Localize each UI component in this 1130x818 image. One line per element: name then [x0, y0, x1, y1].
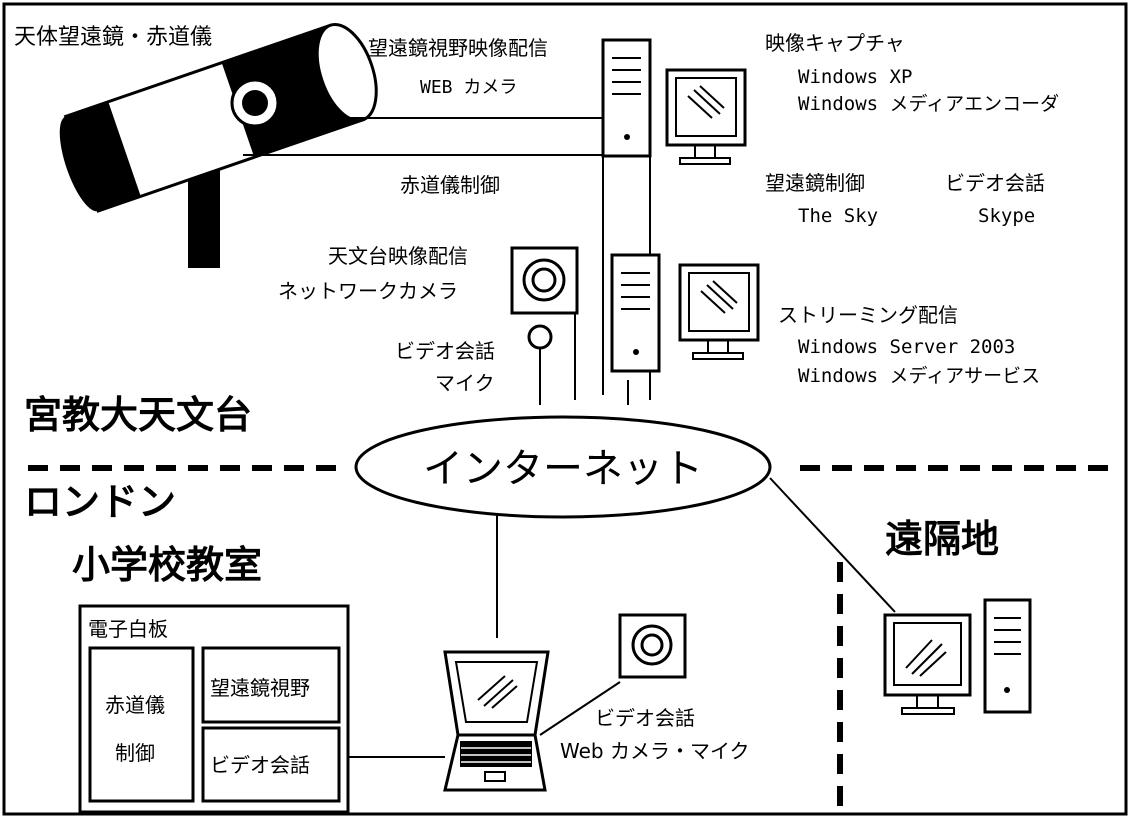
- windows-xp-label: Windows XP: [798, 66, 912, 88]
- laptop-icon: [443, 650, 550, 792]
- the-sky-label: The Sky: [798, 205, 878, 227]
- web-camera-icon: [618, 613, 687, 679]
- windows-media-services-label: Windows メディアサービス: [798, 365, 1040, 387]
- pc-tower-icon: [601, 38, 652, 158]
- wb-mount-label: 赤道儀: [105, 693, 165, 717]
- telescope-label: 天体望遠鏡・赤道儀: [14, 25, 212, 50]
- skype-label: Skype: [978, 205, 1035, 227]
- internet-label: インターネット: [423, 446, 703, 492]
- streaming-label: ストリーミング配信: [778, 303, 958, 327]
- video-capture-label: 映像キャプチャ: [765, 31, 905, 55]
- video-chat-mic-label: ビデオ会話: [395, 339, 495, 363]
- connection-lines: [243, 117, 896, 758]
- telescope-icon: [59, 23, 378, 268]
- classroom-label: 小学校教室: [72, 543, 262, 587]
- telescope-view-stream-label: 望遠鏡視野映像配信: [368, 36, 548, 60]
- remote-site-label: 遠隔地: [885, 517, 999, 561]
- laptop-webcam-mic-label: Web カメラ・マイク: [560, 739, 750, 763]
- windows-media-encoder-label: Windows メディアエンコーダ: [798, 93, 1059, 115]
- microphone-icon: [527, 324, 553, 350]
- windows-server-label: Windows Server 2003: [798, 336, 1015, 358]
- monitor-icon: [883, 613, 972, 715]
- monitor-icon: [678, 263, 760, 360]
- observatory-stream-label: 天文台映像配信: [328, 244, 468, 268]
- monitor-icon: [665, 68, 747, 165]
- whiteboard-panel: [78, 604, 350, 814]
- london-label: ロンドン: [24, 480, 176, 524]
- mic-label: マイク: [435, 371, 495, 395]
- whiteboard-label: 電子白板: [88, 617, 168, 641]
- telescope-control-label: 望遠鏡制御: [765, 171, 865, 195]
- network-camera-icon: [510, 246, 579, 315]
- mount-control-label: 赤道儀制御: [400, 173, 500, 197]
- observatory-site-label: 宮教大天文台: [24, 393, 252, 437]
- video-chat-label: ビデオ会話: [945, 171, 1045, 195]
- wb-control-label: 制御: [115, 741, 155, 765]
- wb-telescope-view-label: 望遠鏡視野: [210, 676, 310, 700]
- internet-cloud: [354, 415, 772, 519]
- pc-tower-icon: [610, 253, 661, 373]
- laptop-video-chat-label: ビデオ会話: [595, 706, 695, 730]
- web-camera-label: WEB カメラ: [420, 77, 517, 98]
- wb-video-chat-label: ビデオ会話: [210, 753, 310, 777]
- pc-tower-icon: [983, 598, 1032, 714]
- network-camera-label: ネットワークカメラ: [278, 279, 458, 303]
